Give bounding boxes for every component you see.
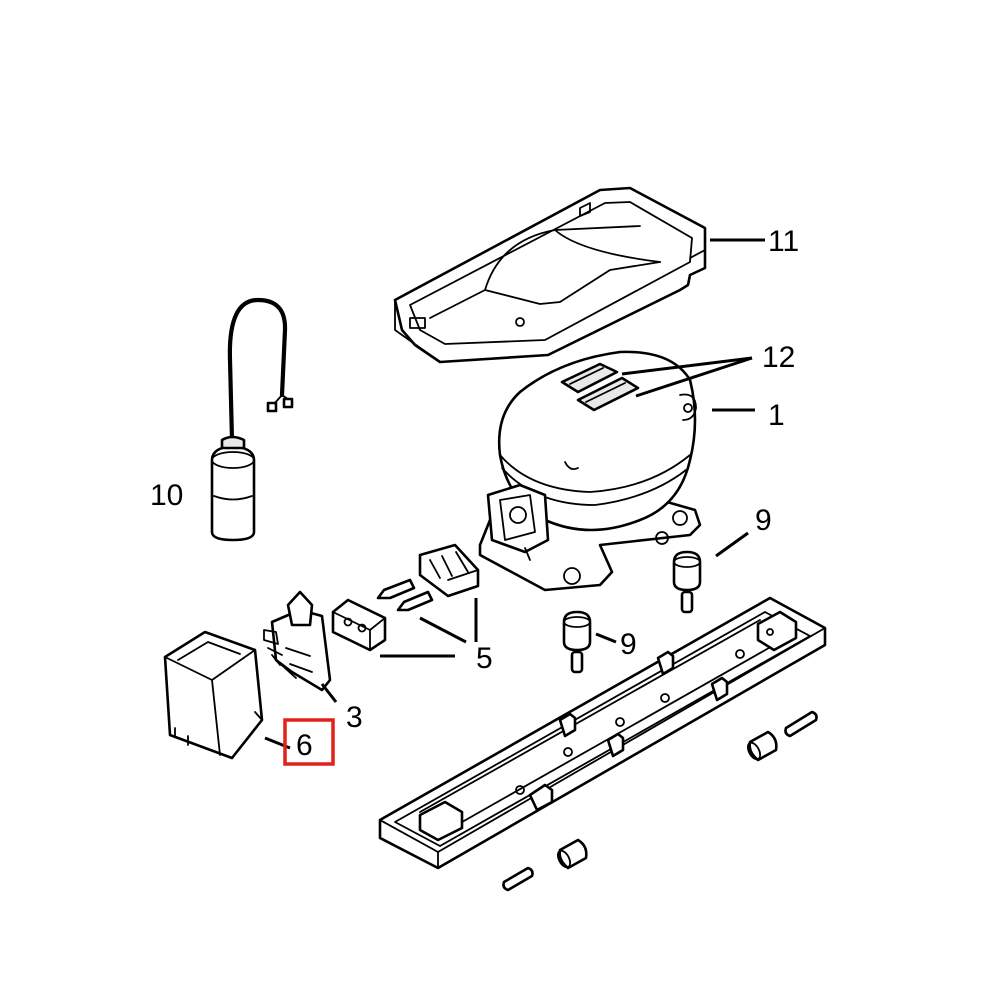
callout-1[interactable]: 1 xyxy=(768,399,785,432)
pin-upper-part[interactable] xyxy=(784,710,818,738)
callout-9-lower[interactable]: 9 xyxy=(620,628,637,661)
mounting-rail-part[interactable] xyxy=(378,596,827,870)
leader-12b xyxy=(635,356,753,398)
pin-lower-part[interactable] xyxy=(502,866,534,892)
leader-lines xyxy=(264,238,765,750)
callout-12[interactable]: 12 xyxy=(762,341,795,374)
leader-12a xyxy=(621,356,753,376)
grommet-upper-part[interactable] xyxy=(672,550,702,614)
callout-9-upper[interactable]: 9 xyxy=(755,504,772,537)
leader-3 xyxy=(320,683,338,703)
callout-5[interactable]: 5 xyxy=(476,642,493,675)
terminal-block-part[interactable] xyxy=(331,598,387,652)
drip-tray-part[interactable] xyxy=(393,186,707,364)
grommet-lower-part[interactable] xyxy=(562,610,592,674)
screw-part[interactable] xyxy=(376,578,434,612)
roller-upper-part[interactable] xyxy=(745,730,778,762)
callout-highlight-box xyxy=(283,718,335,766)
relay-part[interactable] xyxy=(263,590,332,692)
relay-cover-part[interactable] xyxy=(163,630,264,760)
callout-labels: 11 12 1 9 9 5 3 10 6 xyxy=(150,225,799,762)
callout-3[interactable]: 3 xyxy=(346,701,363,734)
leader-9-upper xyxy=(715,531,749,558)
leader-9-lower xyxy=(595,632,617,644)
callout-6[interactable]: 6 xyxy=(296,729,313,762)
roller-lower-part[interactable] xyxy=(555,838,588,870)
capacitor-part[interactable] xyxy=(210,297,294,542)
clamp-part[interactable] xyxy=(418,543,480,598)
callout-11[interactable]: 11 xyxy=(768,225,799,258)
compressor-part[interactable] xyxy=(478,350,702,592)
callout-10[interactable]: 10 xyxy=(150,479,183,512)
leader-5-screw xyxy=(419,616,467,644)
